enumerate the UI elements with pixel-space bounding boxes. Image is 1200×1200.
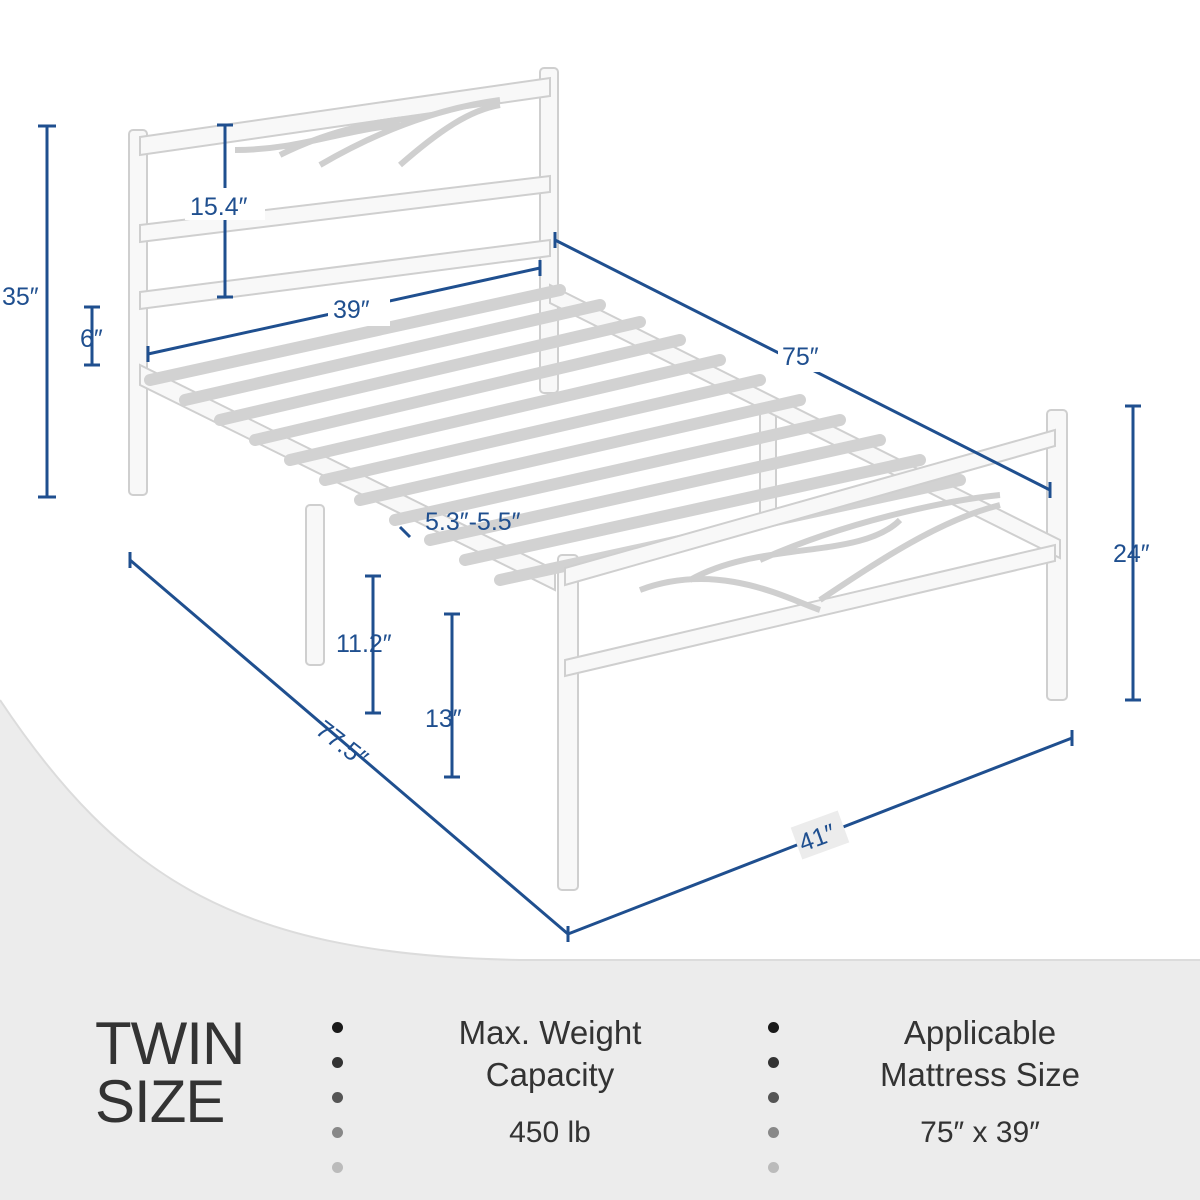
footboard-low-rail [564,543,1056,678]
dim-width-inner: 39″ [333,296,370,324]
mattress-label-line2: Mattress Size [880,1056,1080,1093]
size-title-line2: SIZE [95,1068,225,1135]
headboard-arcs [234,97,501,168]
leg-front-left [305,504,325,666]
dim-rail-gap: 6″ [80,325,103,353]
weight-value: 450 lb [509,1116,591,1149]
mattress-value: 75″ x 39″ [920,1116,1040,1149]
dim-length-inner: 75″ [782,343,819,371]
mattress-label-line1: Applicable [903,1014,1057,1051]
dim-floor-to-top: 13″ [425,705,462,733]
headboard-top-rail [139,76,551,157]
footboard-top-rail [564,428,1056,587]
slats [144,284,966,586]
bed-frame [128,67,1068,891]
headboard-low-rail [139,238,551,311]
weight-spec: Max. Weight Capacity 450 lb [400,1012,700,1150]
background-swoosh-edge [0,699,1200,961]
headboard-mid-rail [139,174,551,244]
size-title-line1: TWIN [95,1010,245,1077]
dimension-labels: 15.4″ 39″ 75″ 35″ 6″ 5.3″-5.5″ 11.2″ 13″… [2,188,1150,860]
leg-back-left [128,129,148,496]
dim-total-length: 77.5″ [310,715,373,773]
dim-headboard-panel: 15.4″ [190,193,248,221]
weight-label-line2: Capacity [485,1056,615,1093]
dim-footboard-height: 24″ [1113,540,1150,568]
dim-total-height: 35″ [2,283,39,311]
dot-divider-right [768,1022,780,1197]
background-swoosh [0,700,1200,1200]
leg-front-middle [557,554,579,891]
dim-slat-gap: 5.3″-5.5″ [425,508,521,536]
dim-under-bed-clearance: 11.2″ [336,630,392,658]
dot-divider-left [332,1022,344,1197]
footboard-arcs [638,492,1001,613]
weight-label-line1: Max. Weight [458,1014,642,1051]
mattress-spec: Applicable Mattress Size 75″ x 39″ [830,1012,1130,1150]
size-title: TWIN SIZE [95,1010,245,1135]
